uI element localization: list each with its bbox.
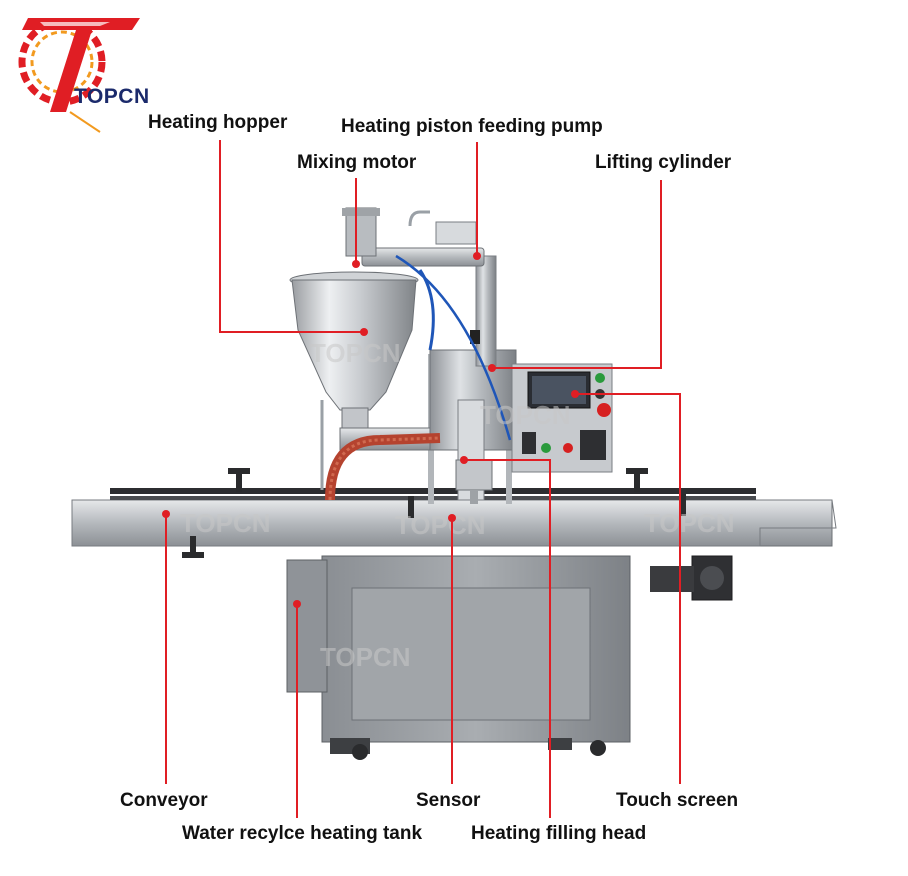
lifting-cylinder — [475, 255, 497, 367]
caster-wheel — [352, 744, 368, 760]
watermark: TOPCN — [180, 508, 271, 538]
watermark: TOPCN — [480, 400, 571, 430]
label-lifting-cylinder: Lifting cylinder — [595, 152, 732, 173]
leader-filling-head — [464, 459, 551, 818]
logo-text: TOPCN — [74, 85, 150, 108]
leader-heating-hopper — [219, 140, 364, 333]
leader-lifting-cylinder — [492, 180, 662, 369]
caster-wheel — [590, 740, 606, 756]
label-mixing-motor: Mixing motor — [297, 152, 417, 173]
label-touch-screen: Touch screen — [616, 790, 739, 811]
emergency-stop — [597, 403, 611, 417]
watermark: TOPCN — [320, 642, 411, 672]
topcn-logo — [18, 18, 140, 133]
label-filling-head: Heating filling head — [471, 823, 647, 844]
label-sensor: Sensor — [416, 790, 481, 811]
label-heating-hopper: Heating hopper — [148, 112, 288, 133]
leader-touch-screen — [575, 393, 681, 784]
heating-piston-pump — [361, 247, 485, 267]
leader-lines — [165, 140, 681, 818]
water-heating-tank — [286, 559, 328, 693]
filling-machine: TOPCN TOPCN TOPCN TOPCN TOPCN TOPCN — [71, 207, 837, 760]
watermark: TOPCN — [310, 338, 401, 368]
watermark: TOPCN — [395, 510, 486, 540]
label-heating-piston-pump: Heating piston feeding pump — [341, 116, 603, 137]
leader-dots — [162, 252, 579, 608]
heating-hopper — [291, 279, 417, 411]
label-conveyor: Conveyor — [120, 790, 208, 811]
label-water-tank: Water recylce heating tank — [182, 823, 423, 844]
watermark: TOPCN — [644, 508, 735, 538]
